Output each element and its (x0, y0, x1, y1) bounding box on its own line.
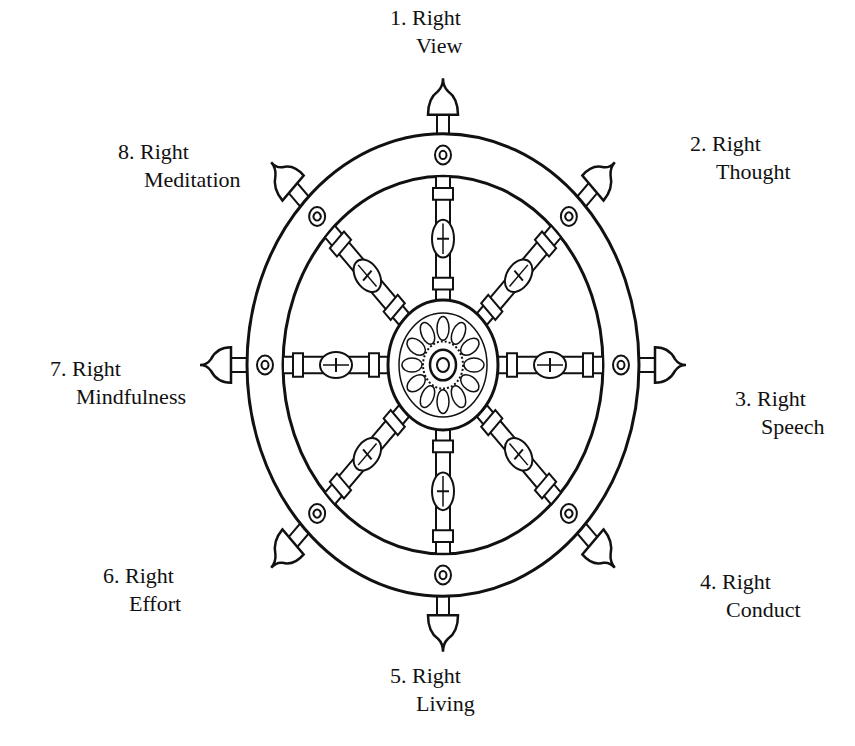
path-label: 2. Right Thought (690, 130, 821, 186)
wheel-knobs (200, 78, 686, 651)
path-label: 6. Right Effort (103, 562, 209, 618)
outer-rim (247, 134, 639, 597)
inner-rim (283, 176, 603, 554)
path-label: 5. Right Living (390, 662, 491, 718)
wheel-hub (388, 300, 498, 430)
path-label: 1. Right View (390, 4, 491, 60)
wheel-spokes (283, 176, 603, 554)
path-label: 3. Right Speech (735, 385, 851, 441)
path-label: 4. Right Conduct (700, 568, 831, 624)
path-label: 8. Right Meditation (118, 138, 264, 194)
path-label: 7. Right Mindfulness (50, 355, 206, 411)
rim-dots (257, 146, 629, 585)
wheel-drawing (200, 78, 686, 651)
